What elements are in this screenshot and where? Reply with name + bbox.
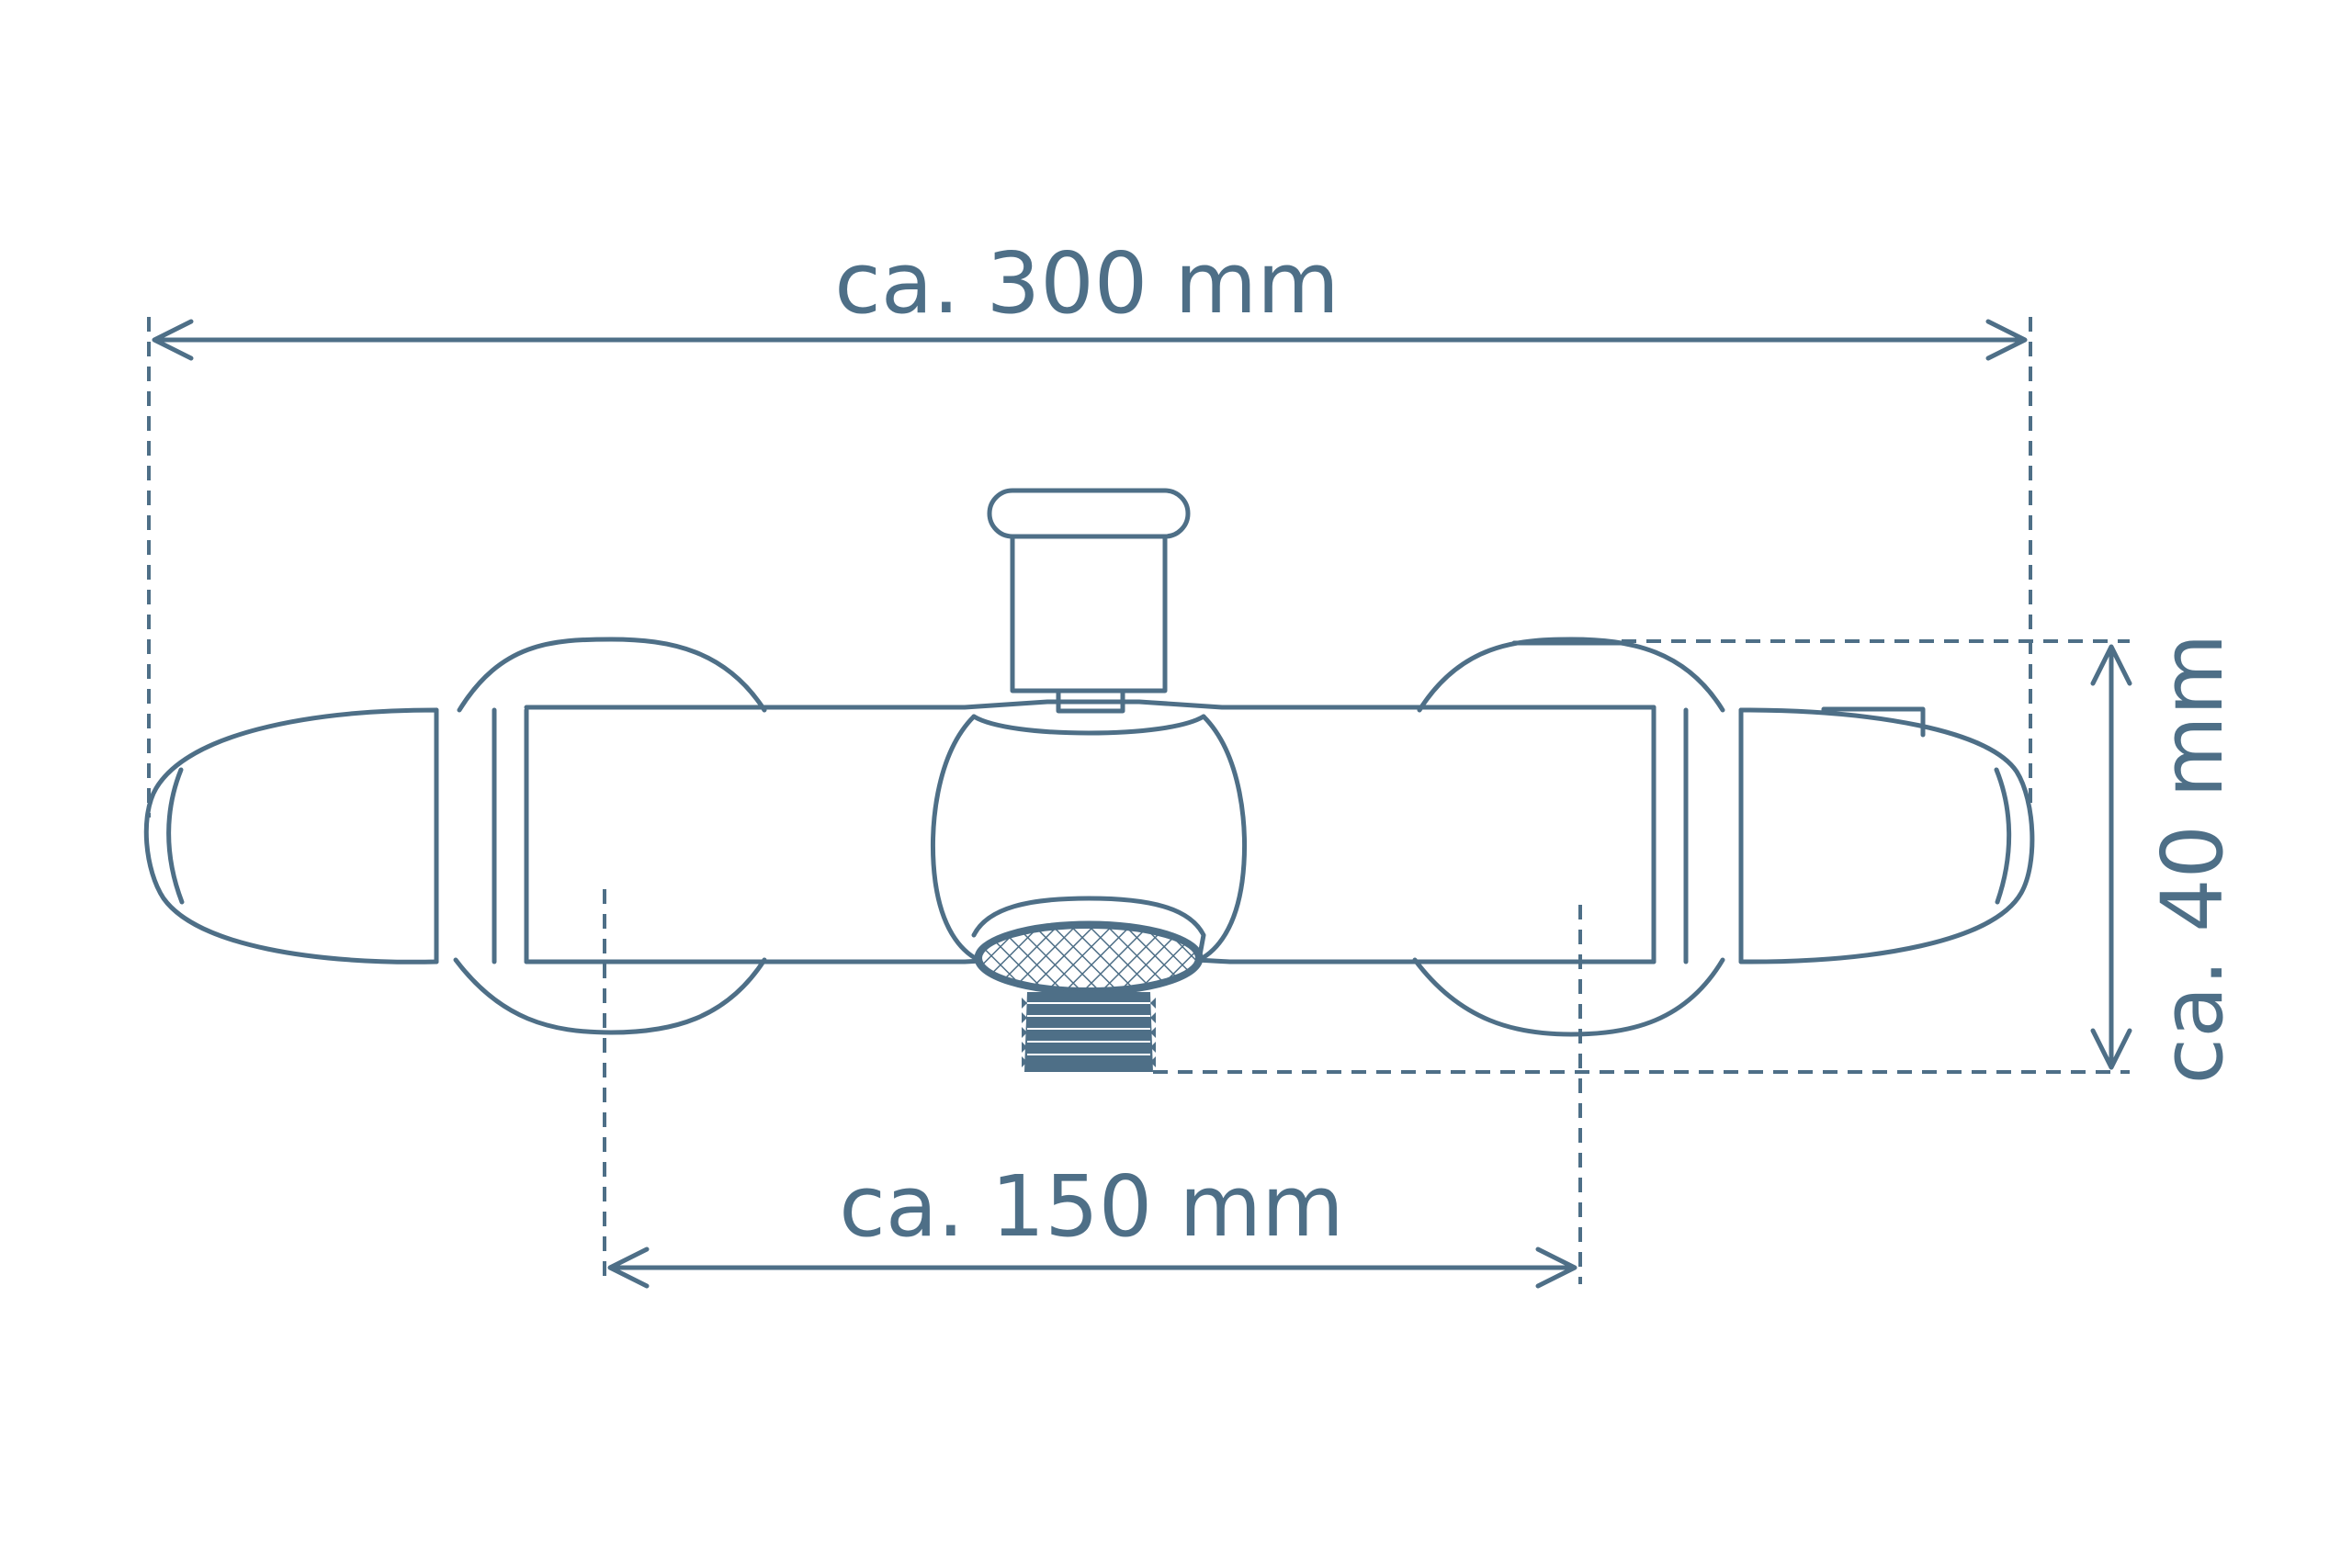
dimension-arrows [152, 319, 2132, 1289]
main-body-top [524, 699, 1657, 710]
left-handle-cap [166, 767, 185, 905]
right-rosette-bottom [1412, 957, 1725, 1037]
left-rosette-bottom [453, 957, 767, 1035]
faucet-outline [143, 488, 2035, 1037]
right-handle-cap [1994, 767, 2012, 905]
right-handle [1738, 707, 2035, 964]
outlet-nut [971, 896, 1206, 963]
central-housing-right [1196, 714, 1248, 963]
outlet-mesh [978, 925, 1199, 991]
depth-label: ca. 40 mm [2143, 634, 2242, 1085]
left-rosette-top [457, 637, 767, 713]
total-width-label: ca. 300 mm [834, 234, 1340, 333]
diverter-knob-base [1056, 688, 1125, 714]
central-housing-left [930, 714, 981, 963]
extension-lines [147, 317, 2130, 1284]
left-handle [143, 707, 439, 964]
diverter-knob-cap [987, 488, 1191, 539]
central-housing-top [971, 714, 1206, 736]
center-distance-label: ca. 150 mm [839, 1157, 1344, 1256]
right-rosette-top [1417, 637, 1725, 713]
right-handle-lever [1821, 706, 1926, 738]
threaded-connector [1022, 992, 1156, 1072]
diverter-knob-stem [1010, 534, 1168, 694]
